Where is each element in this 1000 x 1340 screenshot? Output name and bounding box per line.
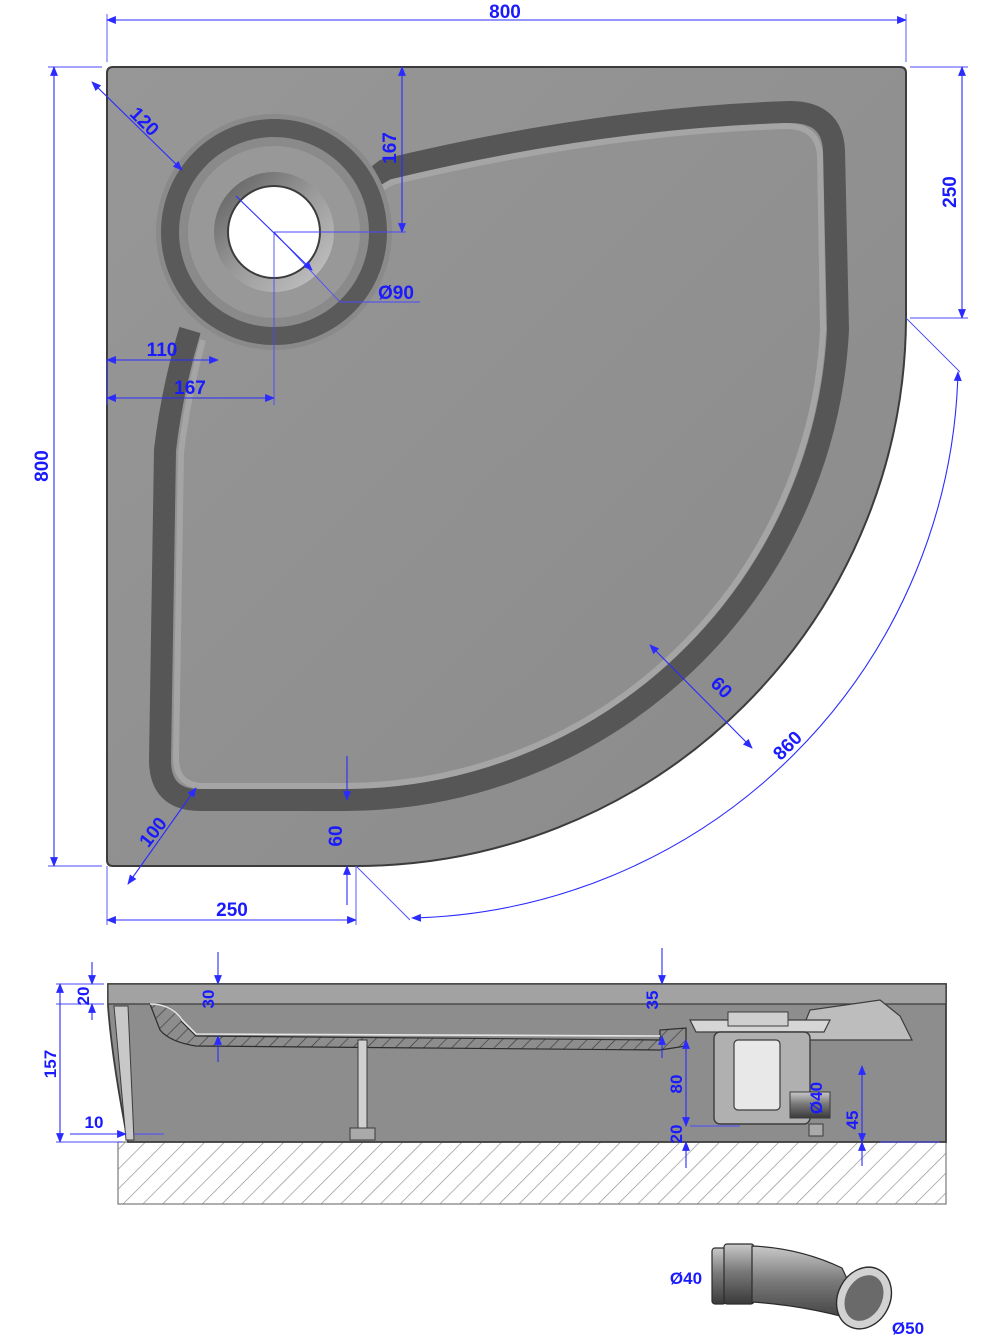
dim-left-rim-width: 110 — [147, 340, 178, 361]
dim-bottom-straight-edge: 250 — [216, 900, 248, 921]
left-skirt — [113, 1005, 135, 1141]
dim-floor-gap: 20 — [667, 1125, 686, 1144]
plan-dimension-lines — [50, 16, 966, 924]
dim-siphon-height: 80 — [667, 1075, 686, 1094]
dim-arc-radius: 860 — [769, 727, 806, 764]
basin-surface — [149, 1003, 661, 1037]
section-dimension-lines — [56, 948, 866, 1168]
support-leg-rod — [357, 1039, 368, 1131]
siphon-cup — [733, 1039, 781, 1111]
dim-overall-width: 800 — [489, 2, 521, 23]
dim-bottom-rim-width: 60 — [326, 825, 347, 846]
right-rim-section — [797, 999, 913, 1041]
fitting-inlet-pipe — [723, 1243, 755, 1305]
drain-grate — [727, 1011, 789, 1027]
plan-view: 800 800 250 167 120 Ø90 110 167 60 860 1… — [32, 2, 968, 925]
dim-leg-offset: 10 — [85, 1113, 104, 1132]
section-extension-lines — [56, 983, 940, 1143]
dim-total-height: 157 — [41, 1050, 60, 1078]
dim-right-straight-edge: 250 — [940, 176, 961, 208]
fitting-outlet-inner — [844, 1275, 884, 1321]
tray-section-rim — [107, 983, 947, 1005]
dim-fitting-outlet: Ø50 — [892, 1319, 924, 1338]
dim-drain-diameter: Ø90 — [378, 283, 414, 304]
support-leg-foot — [349, 1127, 376, 1141]
dim-drain-offset-left: 167 — [174, 378, 206, 399]
dim-basin-depth-left: 30 — [199, 990, 218, 1009]
dim-rim-height: 20 — [74, 987, 93, 1006]
section-view: 20 157 10 30 35 80 20 Ø40 45 — [41, 948, 947, 1205]
dim-outlet-diameter: Ø40 — [807, 1082, 826, 1114]
dim-outlet-height: 45 — [843, 1111, 862, 1130]
plan-extension-lines — [48, 14, 968, 925]
dim-overall-depth: 800 — [32, 450, 53, 482]
siphon-outlet-pipe — [789, 1091, 831, 1119]
floor-hatch — [117, 1141, 947, 1205]
pipe-fitting-view: Ø40 Ø50 — [670, 1243, 924, 1338]
dim-drain-offset-top: 167 — [380, 132, 401, 164]
siphon-leg — [808, 1123, 824, 1137]
dim-basin-depth-right: 35 — [643, 991, 662, 1010]
dim-fitting-inlet: Ø40 — [670, 1269, 702, 1288]
